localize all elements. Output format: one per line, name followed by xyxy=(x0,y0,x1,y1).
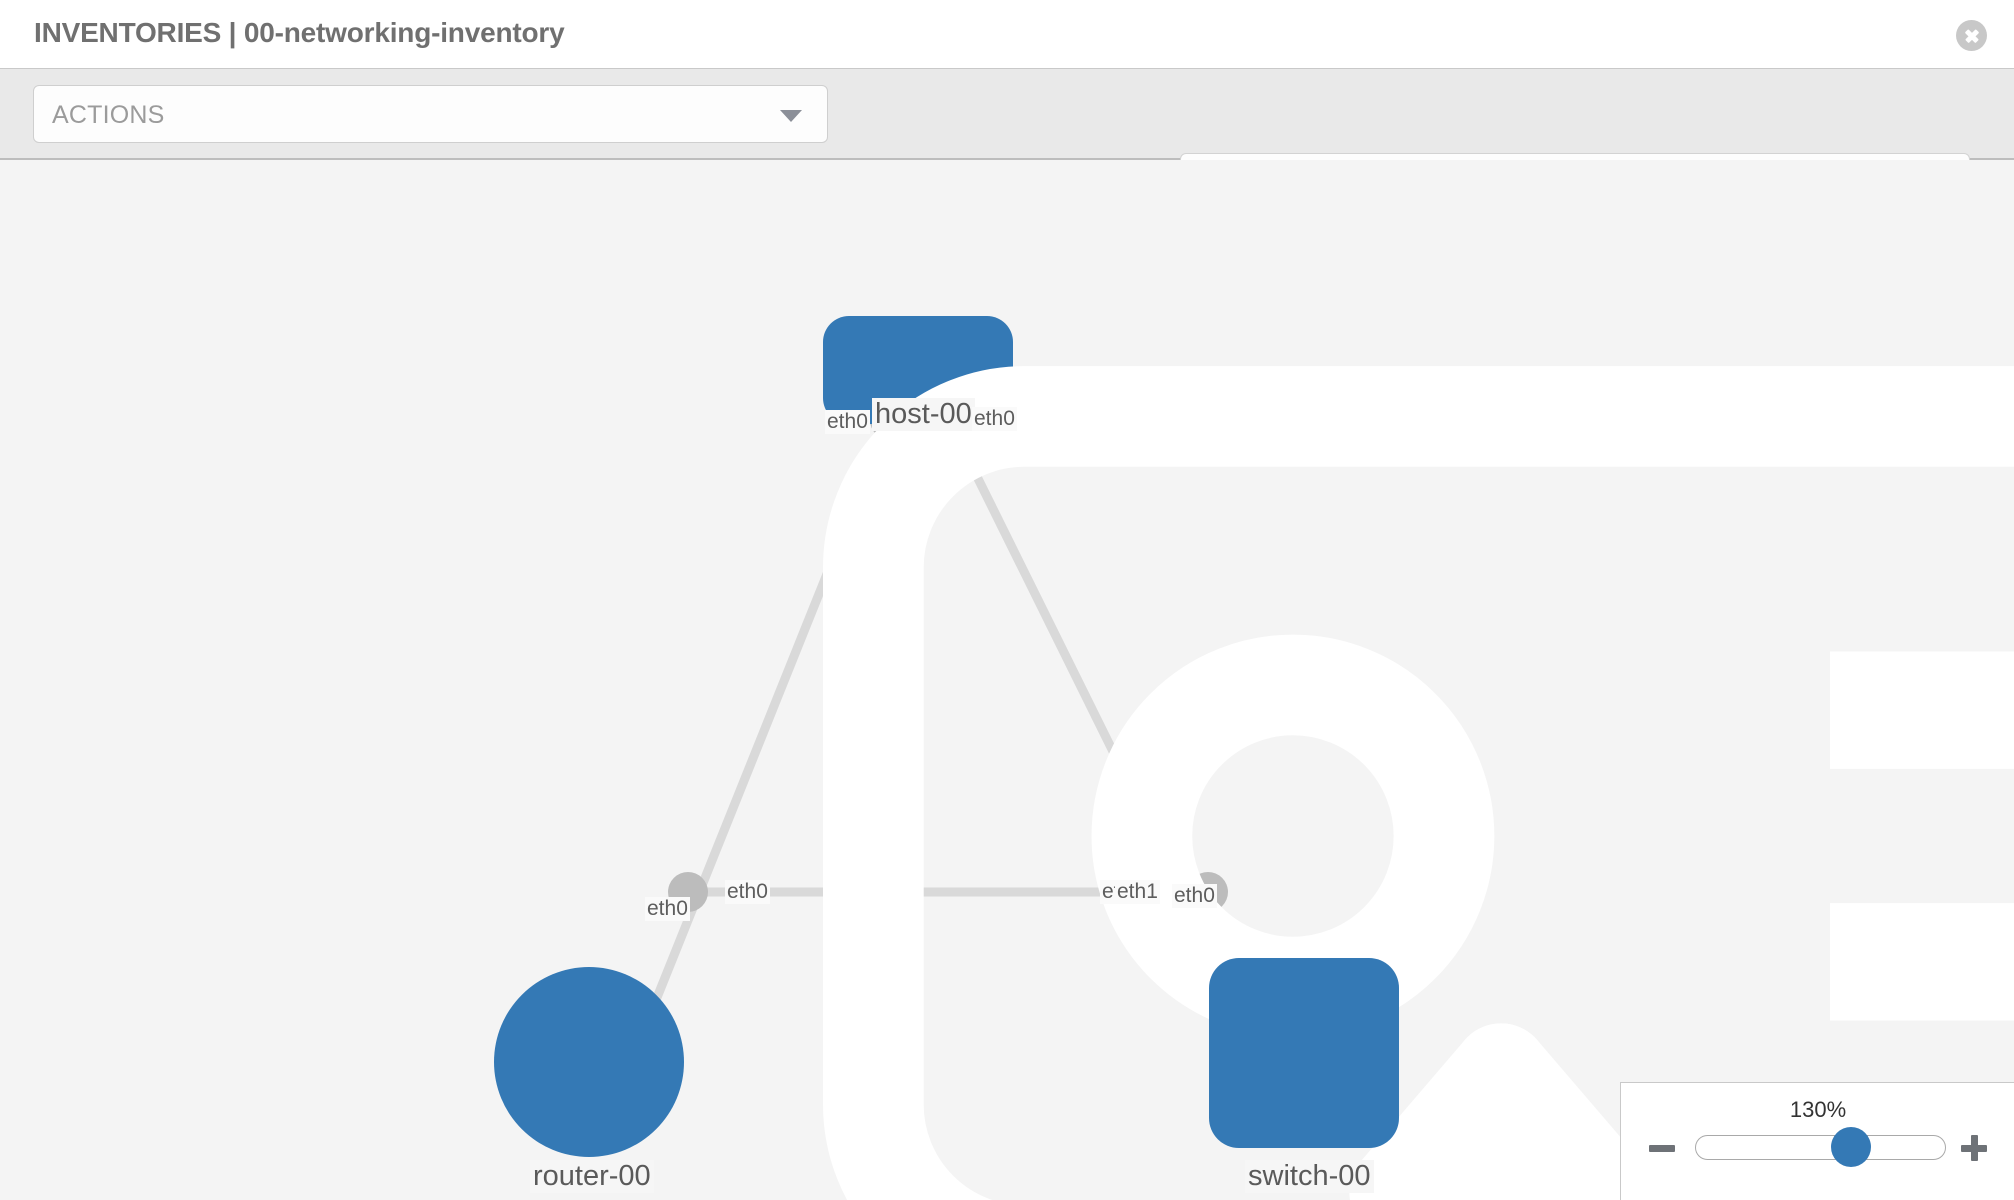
node-label-router-00: router-00 xyxy=(530,1160,654,1193)
port-label-switch-up: eth0 xyxy=(1172,884,1217,908)
port-label-switch-left-b: eth1 xyxy=(1115,880,1160,904)
actions-dropdown-label: ACTIONS xyxy=(52,101,165,129)
zoom-in-button[interactable] xyxy=(1961,1135,1987,1161)
zoom-slider-thumb[interactable] xyxy=(1831,1127,1871,1167)
node-switch-00[interactable] xyxy=(1209,958,2014,1200)
port-label-router-up: eth0 xyxy=(645,897,690,921)
page-title: INVENTORIES | 00-networking-inventory xyxy=(34,17,565,48)
actions-dropdown[interactable]: ACTIONS xyxy=(33,85,828,143)
node-router-00[interactable] xyxy=(494,967,1653,1200)
close-icon[interactable] xyxy=(1956,20,1987,51)
port-label-router-right: eth0 xyxy=(725,880,770,904)
page-header: INVENTORIES | 00-networking-inventory xyxy=(0,0,2014,68)
chevron-down-icon xyxy=(780,110,802,122)
zoom-out-button[interactable] xyxy=(1649,1135,1675,1161)
port-label-host-left: eth0 xyxy=(825,410,870,434)
port-label-host-right: eth0 xyxy=(972,407,1017,431)
zoom-slider-track[interactable] xyxy=(1695,1135,1946,1160)
zoom-control-panel: 130% xyxy=(1620,1082,2014,1200)
zoom-level-value: 130% xyxy=(1789,1097,1847,1122)
node-label-switch-00: switch-00 xyxy=(1245,1160,1374,1193)
topology-canvas[interactable]: host-00 router-00 switch-00 eth0 eth0 et… xyxy=(0,160,2014,1200)
node-label-host-00: host-00 xyxy=(872,398,975,431)
toolbar: ACTIONS SEARCH xyxy=(0,68,2014,211)
